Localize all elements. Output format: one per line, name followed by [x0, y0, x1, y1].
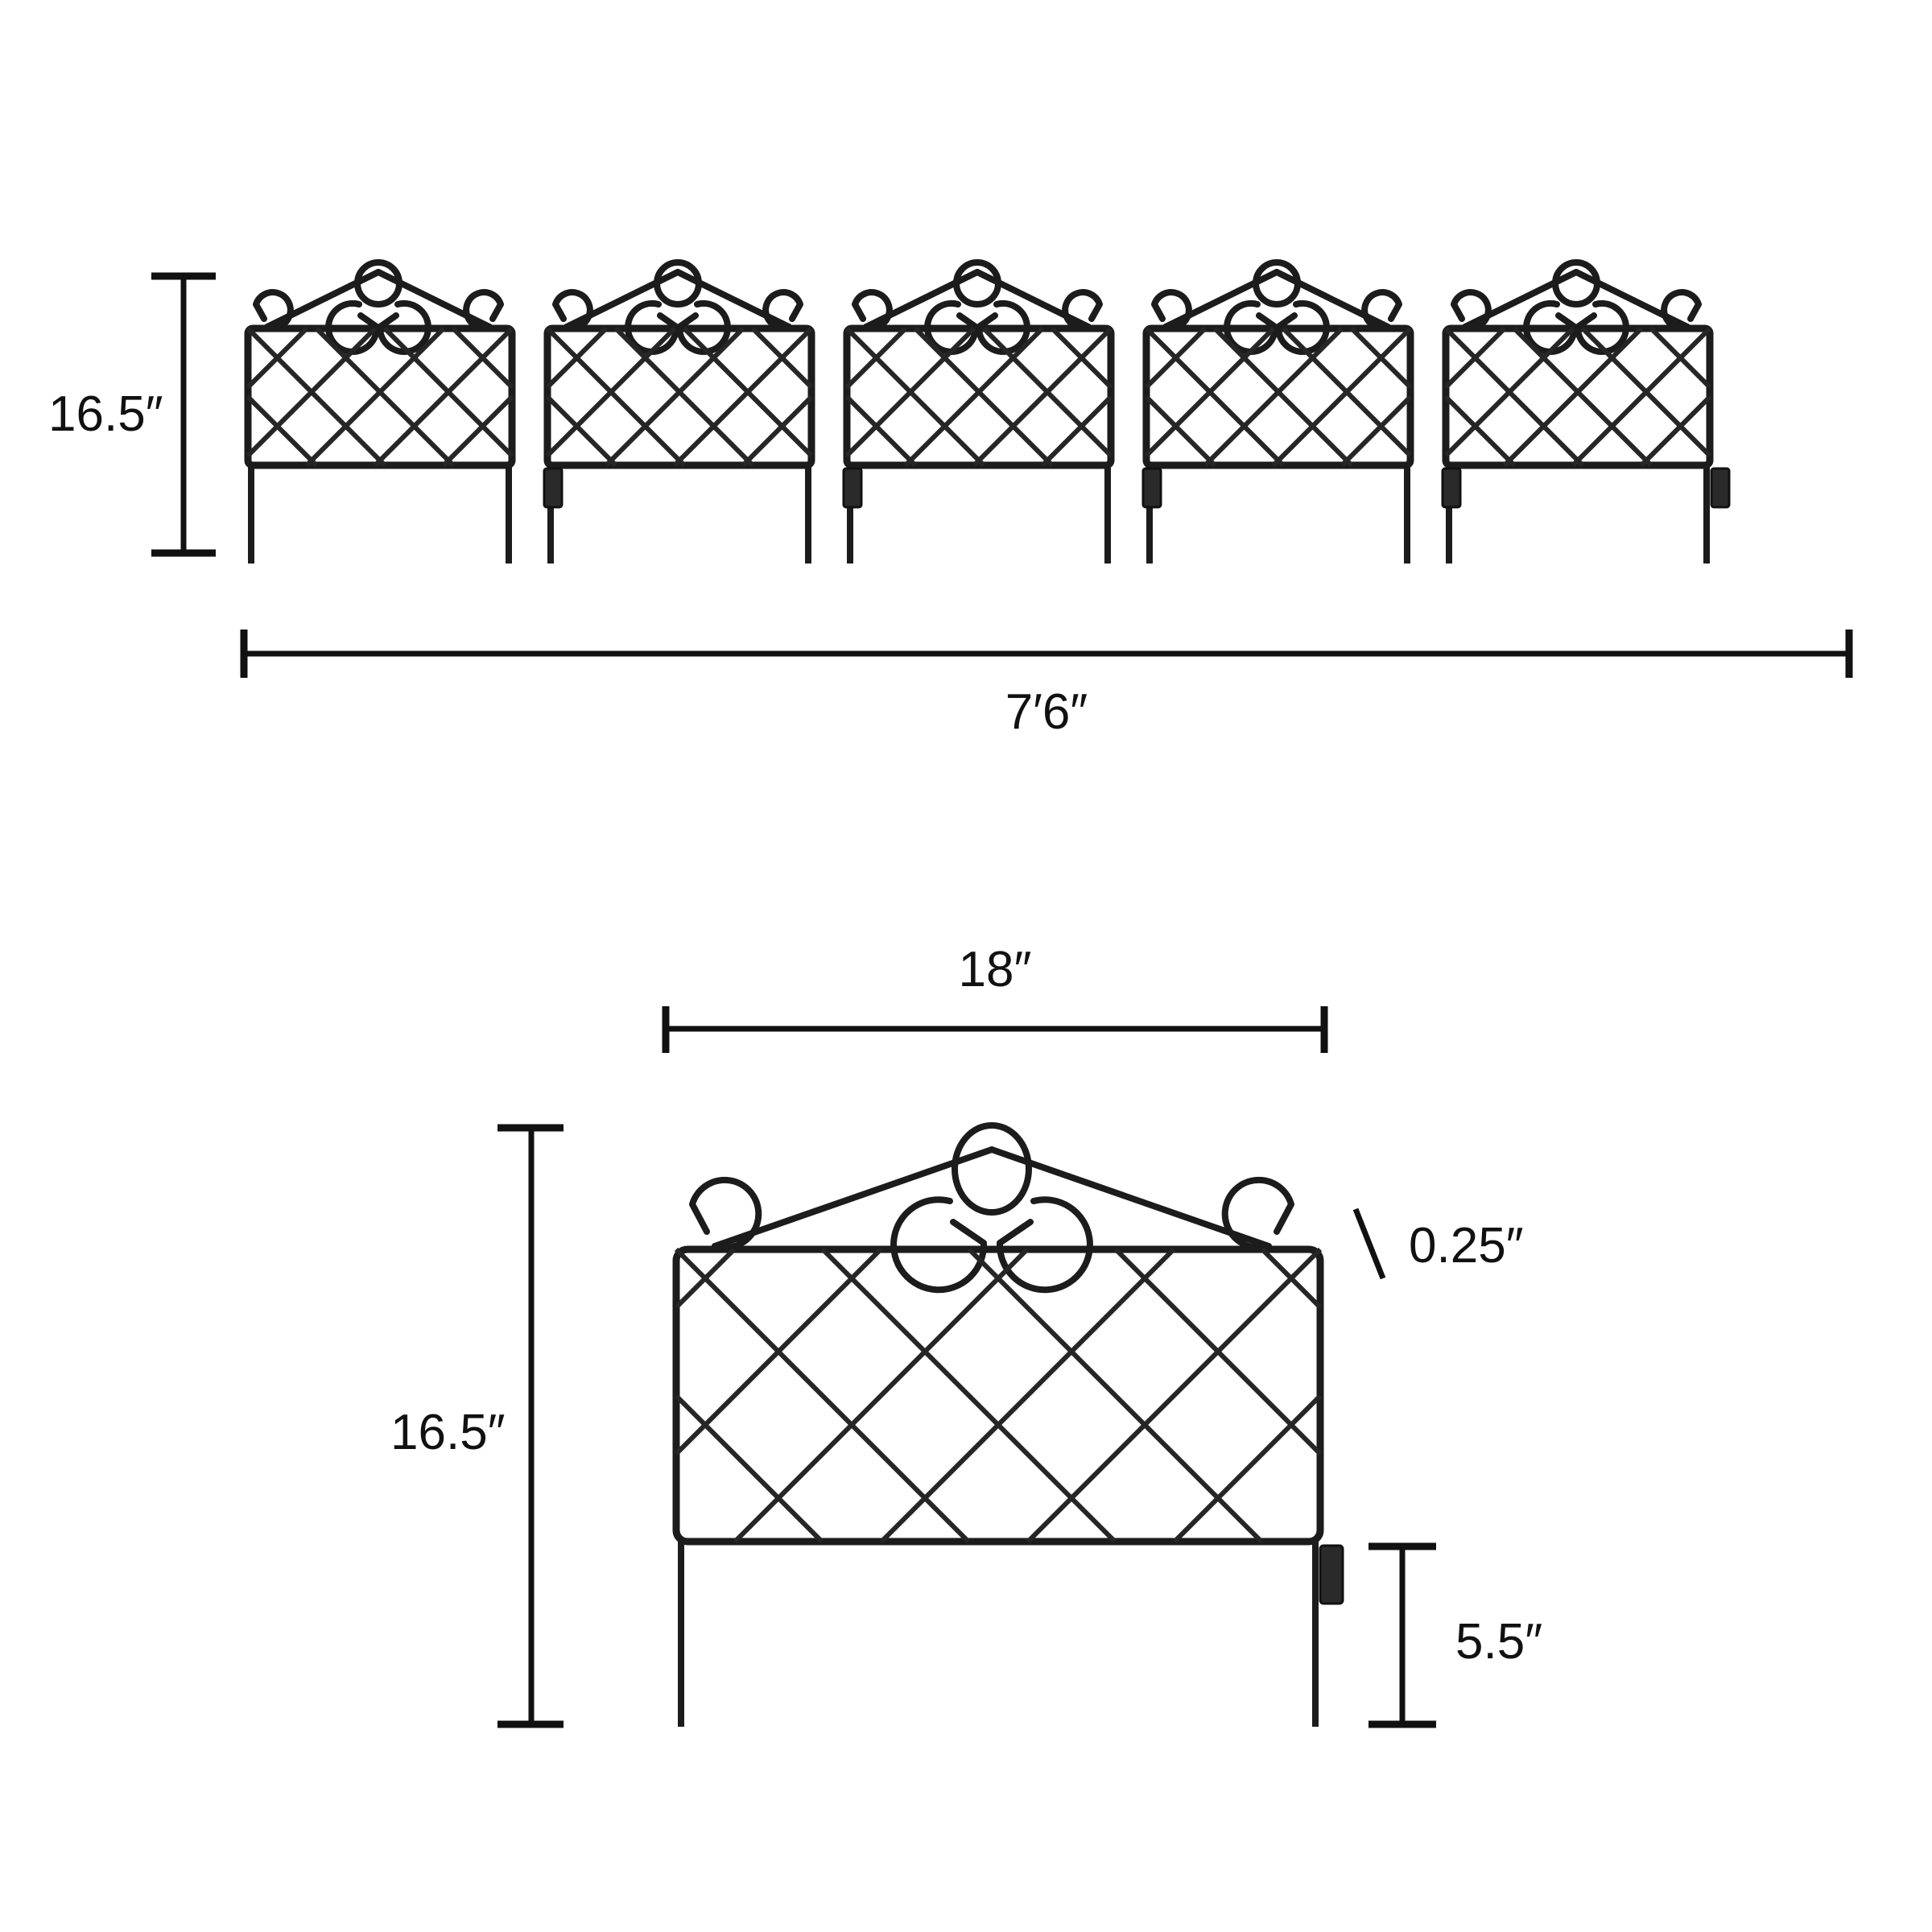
panel-connector-clip	[1319, 1544, 1344, 1605]
dimension-stake-length	[1368, 1542, 1436, 1728]
dimension-panel-width	[662, 1006, 1328, 1053]
dimension-assembled-width	[240, 630, 1853, 678]
fence-panel	[1441, 259, 1731, 564]
fence-panel	[543, 259, 815, 564]
wire-thickness-label: 0.25″	[1409, 1218, 1524, 1274]
panel-height-label: 16.5″	[390, 1405, 506, 1460]
fence-panel	[1141, 259, 1414, 564]
panel-connector-clip	[1710, 467, 1731, 509]
fence-panel	[244, 259, 516, 564]
panel-connector-clip	[543, 467, 564, 509]
panel-lattice	[674, 1247, 1323, 1544]
panel-frame	[672, 1245, 1324, 1546]
assembled-width-label: 7′6″	[1005, 684, 1088, 740]
panel-connector-clip	[1441, 467, 1462, 509]
assembled-fence-view	[151, 259, 1853, 678]
fence-panel	[842, 259, 1115, 564]
panel-connector-clip	[1141, 467, 1162, 509]
assembled-height-label: 16.5″	[48, 386, 163, 442]
dimension-panel-height	[497, 1124, 564, 1728]
panel-scrollwork-crown	[689, 1122, 1294, 1294]
panel-width-label: 18″	[959, 942, 1032, 997]
wire-thickness-leader-line	[1352, 1208, 1386, 1280]
dimension-assembled-height	[151, 272, 216, 557]
stake-length-label: 5.5″	[1455, 1614, 1542, 1670]
single-panel-view	[497, 1006, 1436, 1728]
panel-connector-clip	[842, 467, 863, 509]
